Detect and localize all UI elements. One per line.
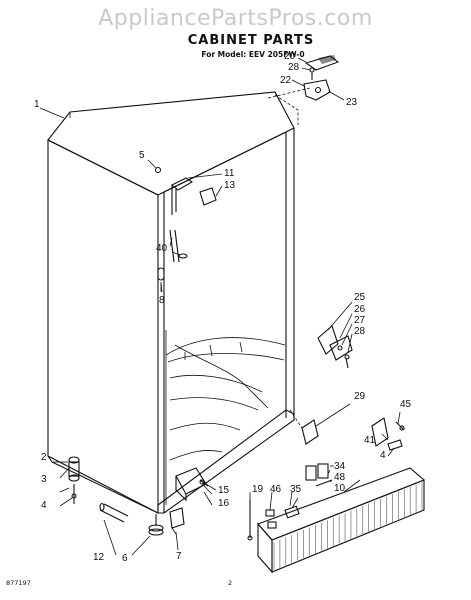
callout-10: 10 bbox=[334, 483, 346, 494]
part-7-clip bbox=[169, 507, 185, 535]
part-34-48 bbox=[305, 463, 334, 487]
part-12-tube bbox=[99, 502, 129, 523]
part-19-46-35 bbox=[247, 497, 300, 541]
model-subtitle: For Model: EEV 205FW-0 bbox=[201, 50, 305, 59]
part-41-bracket bbox=[371, 411, 405, 451]
callout-11: 11 bbox=[224, 168, 235, 179]
part-lower-hinge-assembly bbox=[317, 301, 353, 369]
cabinet-shell bbox=[47, 87, 311, 514]
callout-16: 16 bbox=[218, 498, 230, 509]
callout-3: 3 bbox=[41, 474, 47, 485]
part-top-hinge-assembly bbox=[291, 55, 345, 101]
callout-29: 29 bbox=[354, 391, 366, 402]
watermark-text: AppliancePartsPros.com bbox=[98, 6, 373, 31]
callout-46: 46 bbox=[270, 484, 282, 495]
callout-41: 41 bbox=[364, 435, 376, 446]
part-5-screw bbox=[147, 159, 162, 174]
callout-4-right: 4 bbox=[380, 450, 386, 461]
part-2-3-4-roller bbox=[52, 456, 80, 504]
callout-23: 23 bbox=[346, 97, 358, 108]
callout-34: 34 bbox=[334, 461, 346, 472]
footer-page-number: 2 bbox=[228, 579, 233, 587]
callout-4-left: 4 bbox=[41, 500, 47, 511]
diagram-title: CABINET PARTS bbox=[187, 33, 315, 48]
callout-2: 2 bbox=[41, 452, 47, 463]
footer-code: 877197 bbox=[6, 579, 31, 587]
part-15-16-bracket bbox=[175, 467, 217, 502]
part-6-leveler bbox=[148, 514, 164, 536]
callout-15: 15 bbox=[218, 485, 230, 496]
part-11-13-clip bbox=[171, 173, 223, 215]
callout-28-hinge: 28 bbox=[354, 326, 366, 337]
callout-25: 25 bbox=[354, 292, 366, 303]
callout-1: 1 bbox=[34, 99, 40, 110]
part-10-toe-grille bbox=[257, 467, 426, 574]
callout-19: 19 bbox=[252, 484, 264, 495]
callout-12: 12 bbox=[93, 552, 105, 563]
callout-48: 48 bbox=[334, 472, 346, 483]
callout-7: 7 bbox=[176, 551, 182, 562]
callout-28-top: 28 bbox=[288, 62, 300, 73]
callout-35: 35 bbox=[290, 484, 302, 495]
part-29-bracket bbox=[289, 403, 351, 445]
part-8-grommet bbox=[157, 267, 165, 292]
callout-26: 26 bbox=[354, 304, 366, 315]
callout-6: 6 bbox=[122, 553, 128, 564]
callout-13: 13 bbox=[224, 180, 236, 191]
leader-lines bbox=[39, 107, 395, 556]
part-40-rod bbox=[169, 229, 188, 263]
callout-40: 40 bbox=[156, 243, 168, 254]
callout-45: 45 bbox=[400, 399, 412, 410]
callout-5: 5 bbox=[139, 150, 145, 161]
callout-20: 20 bbox=[284, 51, 296, 62]
callout-8: 8 bbox=[159, 295, 165, 306]
callout-27: 27 bbox=[354, 315, 366, 326]
callout-22: 22 bbox=[280, 75, 292, 86]
